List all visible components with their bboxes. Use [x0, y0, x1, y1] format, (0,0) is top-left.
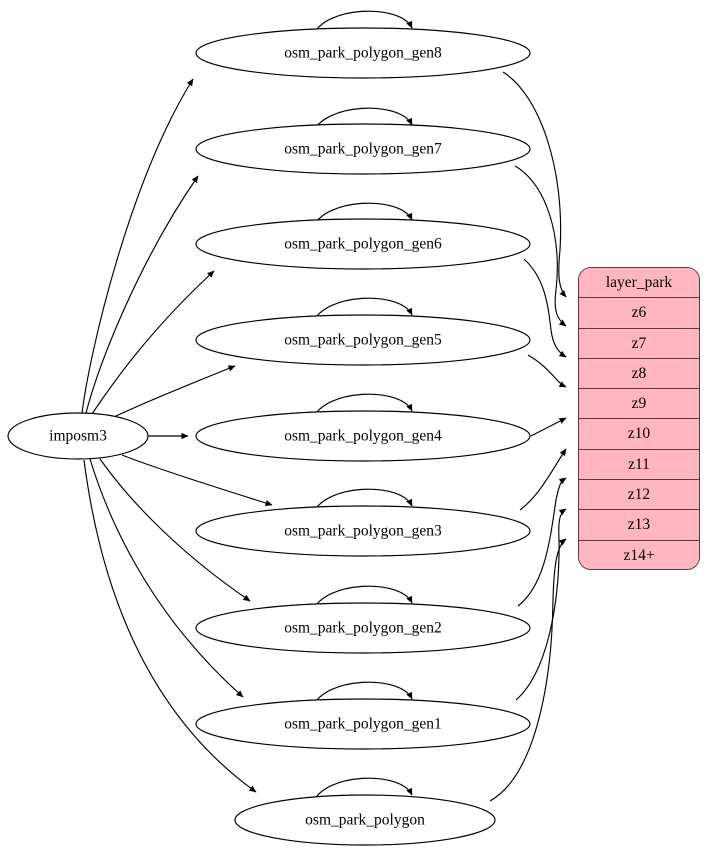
- self-loop-gen6: [312, 202, 413, 229]
- edge-gen5-to-z9: [527, 354, 567, 388]
- node-osm_park_polygon_gen4[interactable]: osm_park_polygon_gen4: [195, 410, 531, 462]
- node-gen3-label: osm_park_polygon_gen3: [284, 523, 442, 540]
- layer-park-table[interactable]: layer_park z6 z7 z8 z9 z10 z11 z12 z13 z…: [578, 267, 700, 570]
- layer-park-row-z11[interactable]: z11: [579, 449, 699, 481]
- layer-park-row-z7[interactable]: z7: [579, 328, 699, 359]
- edge-imposm3-to-polygon: [83, 459, 257, 793]
- node-osm_park_polygon_gen8[interactable]: osm_park_polygon_gen8: [195, 27, 531, 79]
- layer-park-row-z14plus[interactable]: z14+: [579, 540, 699, 569]
- edge-gen6-to-z8: [523, 258, 567, 358]
- node-osm_park_polygon_gen3[interactable]: osm_park_polygon_gen3: [195, 505, 531, 557]
- edge-imposm3-to-gen2: [99, 458, 251, 602]
- node-osm_park_polygon_gen7[interactable]: osm_park_polygon_gen7: [195, 123, 531, 175]
- layer-park-header: layer_park: [579, 268, 699, 299]
- edge-imposm3-to-gen8: [81, 78, 194, 414]
- node-gen3-shape[interactable]: [195, 505, 531, 557]
- layer-park-row-z10[interactable]: z10: [579, 419, 699, 450]
- edge-imposm3-to-gen6: [91, 270, 215, 415]
- node-gen8-label: osm_park_polygon_gen8: [284, 45, 442, 62]
- edges-tables-to-layer: [489, 71, 567, 802]
- edge-gen4-to-z10: [530, 417, 567, 437]
- node-gen4-label: osm_park_polygon_gen4: [284, 428, 442, 445]
- self-loops: [312, 10, 413, 804]
- node-gen2-shape[interactable]: [195, 602, 531, 654]
- layer-park-row-z9[interactable]: z9: [579, 389, 699, 420]
- node-polygon-label: osm_park_polygon: [305, 812, 425, 829]
- node-gen1-shape[interactable]: [195, 698, 531, 750]
- node-gen5-shape[interactable]: [195, 314, 531, 366]
- node-gen4-shape[interactable]: [195, 410, 531, 462]
- edge-gen2-to-z12: [517, 477, 567, 607]
- edge-imposm3-to-gen7: [85, 175, 199, 414]
- node-osm_park_polygon_gen6[interactable]: osm_park_polygon_gen6: [195, 218, 531, 270]
- self-loop-gen2: [312, 585, 413, 612]
- self-loop-polygon: [312, 777, 413, 804]
- node-imposm3-label: imposm3: [49, 428, 107, 445]
- node-imposm3-shape[interactable]: [7, 412, 149, 460]
- node-osm_park_polygon[interactable]: osm_park_polygon: [234, 794, 496, 846]
- node-imposm3[interactable]: imposm3: [7, 412, 149, 460]
- node-gen6-shape[interactable]: [195, 218, 531, 270]
- node-osm_park_polygon_gen2[interactable]: osm_park_polygon_gen2: [195, 602, 531, 654]
- self-loop-gen3: [312, 488, 413, 515]
- edge-polygon-to-z14: [489, 538, 567, 802]
- self-loop-gen8: [312, 10, 413, 37]
- edge-imposm3-to-gen3: [121, 454, 273, 507]
- edge-gen7-to-z7: [514, 165, 567, 327]
- self-loop-gen1: [312, 681, 413, 708]
- edge-gen3-to-z11: [519, 448, 567, 511]
- self-loop-gen7: [312, 107, 413, 134]
- node-osm_park_polygon_gen1[interactable]: osm_park_polygon_gen1: [195, 698, 531, 750]
- self-loop-gen4: [312, 393, 413, 420]
- node-gen8-shape[interactable]: [195, 27, 531, 79]
- edge-gen1-to-z13: [515, 508, 567, 701]
- layer-park-row-z6[interactable]: z6: [579, 298, 699, 329]
- node-gen7-shape[interactable]: [195, 123, 531, 175]
- node-gen1-label: osm_park_polygon_gen1: [284, 716, 442, 733]
- layer-park-row-z13[interactable]: z13: [579, 510, 699, 541]
- node-gen5-label: osm_park_polygon_gen5: [284, 332, 442, 349]
- edge-imposm3-to-gen5: [109, 365, 236, 420]
- edges-imposm3-to-tables: [81, 78, 273, 793]
- node-polygon-shape[interactable]: [234, 794, 496, 846]
- layer-park-row-z8[interactable]: z8: [579, 358, 699, 390]
- node-osm_park_polygon_gen5[interactable]: osm_park_polygon_gen5: [195, 314, 531, 366]
- node-gen7-label: osm_park_polygon_gen7: [284, 141, 442, 158]
- edge-gen8-to-z6: [502, 71, 567, 298]
- self-loop-gen5: [312, 297, 413, 324]
- layer-park-row-z12[interactable]: z12: [579, 480, 699, 511]
- edge-imposm3-to-gen1: [89, 458, 244, 698]
- node-gen2-label: osm_park_polygon_gen2: [284, 620, 442, 637]
- node-gen6-label: osm_park_polygon_gen6: [284, 236, 442, 253]
